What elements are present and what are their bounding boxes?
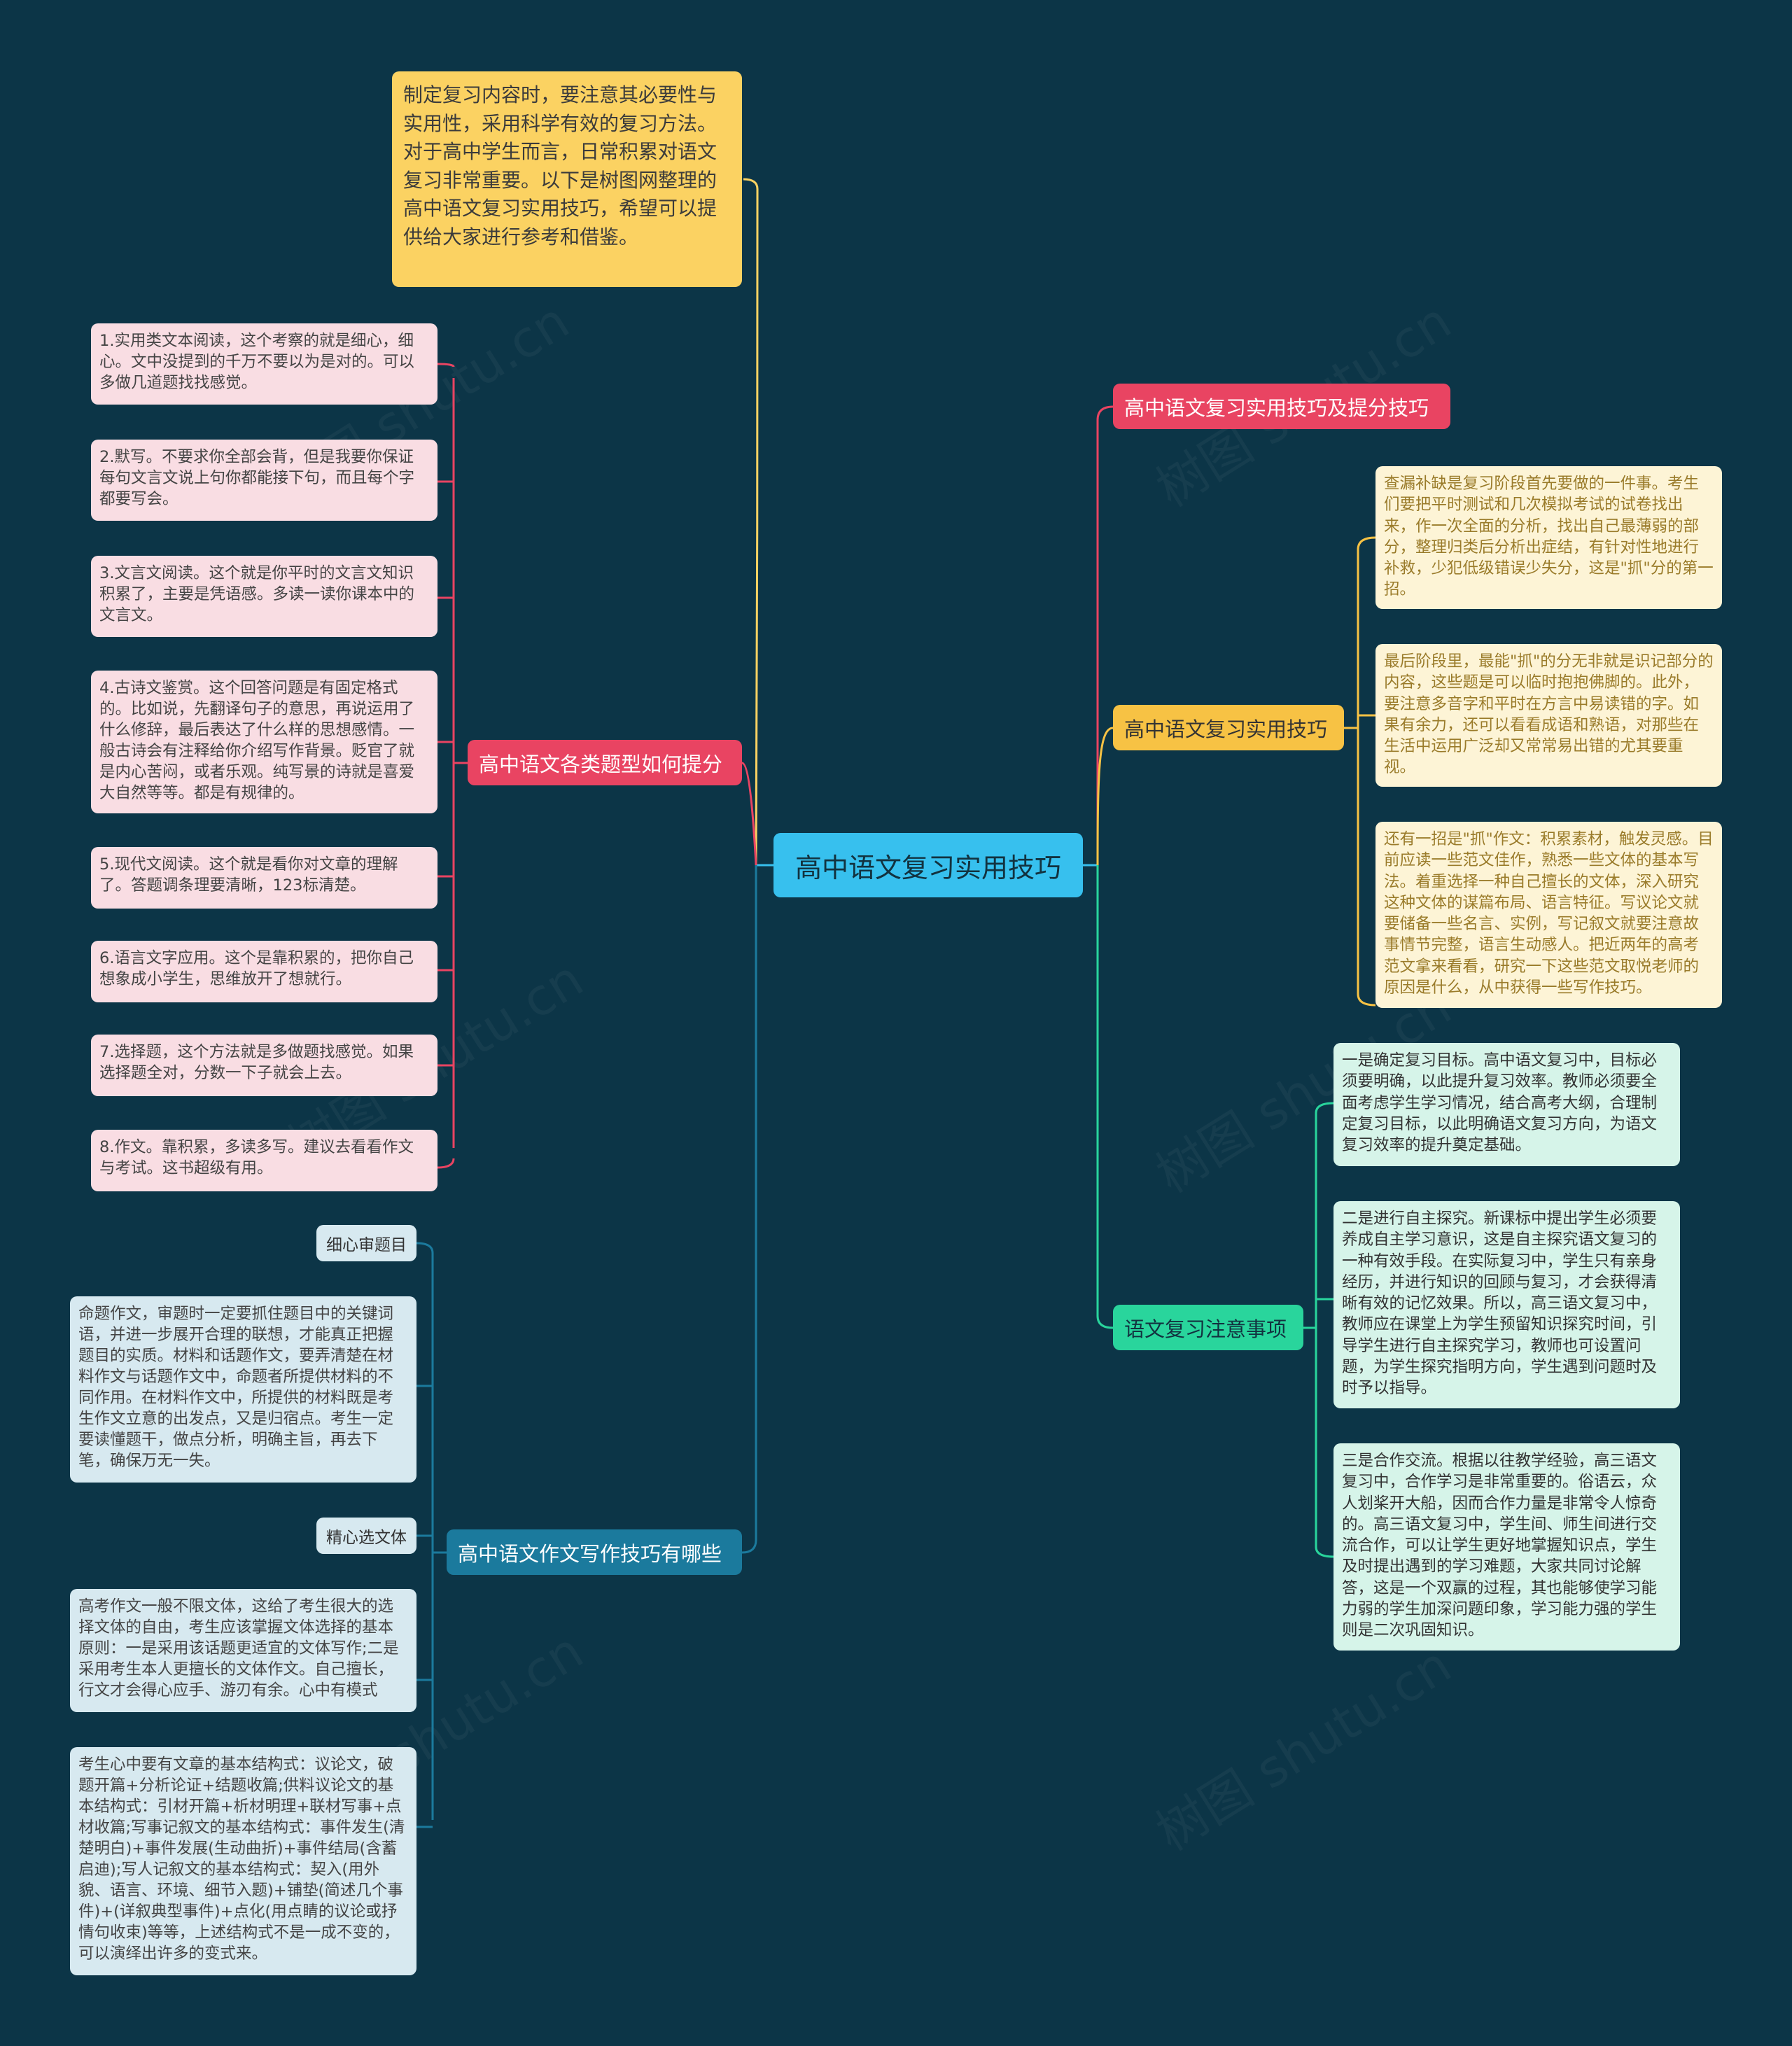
leaf-shiyong-1[interactable]: 查漏补缺是复习阶段首先要做的一件事。考生们要把平时测试和几次模拟考试的试卷找出来…: [1376, 466, 1722, 609]
leaf-tiqu-6[interactable]: 6.语言文字应用。这个是靠积累的，把你自己想象成小学生，思维放开了想就行。: [91, 941, 438, 1002]
branch-tiqu[interactable]: 高中语文各类题型如何提分: [468, 740, 742, 785]
leaf-tiqu-8[interactable]: 8.作文。靠积累，多读多写。建议去看看作文与考试。这书超级有用。: [91, 1130, 438, 1191]
leaf-zuowen-moshi[interactable]: 考生心中要有文章的基本结构式：议论文，破题开篇+分析论证+结题收篇;供料议论文的…: [70, 1747, 416, 1975]
leaf-tiqu-2[interactable]: 2.默写。不要求你全部会背，但是我要你保证每句文言文说上句你都能接下句，而且每个…: [91, 440, 438, 521]
central-topic[interactable]: 高中语文复习实用技巧: [774, 833, 1083, 897]
branch-zuowen-label: 高中语文作文写作技巧有哪些: [458, 1541, 722, 1566]
leaf-zuowen-wenti[interactable]: 高考作文一般不限文体，这给了考生很大的选择文体的自由，考生应该掌握文体选择的基本…: [70, 1589, 416, 1712]
branch-tifen[interactable]: 高中语文复习实用技巧及提分技巧: [1113, 384, 1450, 429]
intro-text: 制定复习内容时，要注意其必要性与实用性，采用科学有效的复习方法。对于高中学生而言…: [403, 83, 718, 248]
branch-shiyong[interactable]: 高中语文复习实用技巧: [1113, 705, 1344, 750]
branch-tiqu-label: 高中语文各类题型如何提分: [479, 752, 723, 776]
branch-zuowen[interactable]: 高中语文作文写作技巧有哪些: [447, 1529, 742, 1575]
leaf-zuowen-shenti[interactable]: 命题作文，审题时一定要抓住题目中的关键词语，并进一步展开合理的联想，才能真正把握…: [70, 1296, 416, 1483]
branch-zhuyi-label: 语文复习注意事项: [1124, 1317, 1287, 1341]
leaf-tiqu-4[interactable]: 4.古诗文鉴赏。这个回答问题是有固定格式的。比如说，先翻译句子的意思，再说运用了…: [91, 671, 438, 813]
zuowen-sub-wenti[interactable]: 精心选文体: [316, 1518, 416, 1554]
branch-tifen-label: 高中语文复习实用技巧及提分技巧: [1124, 395, 1429, 420]
branch-shiyong-label: 高中语文复习实用技巧: [1124, 717, 1328, 741]
leaf-zhuyi-3[interactable]: 三是合作交流。根据以往教学经验，高三语文复习中，合作学习是非常重要的。俗语云，众…: [1334, 1443, 1680, 1651]
branch-zhuyi[interactable]: 语文复习注意事项: [1113, 1305, 1303, 1350]
intro-note[interactable]: 制定复习内容时，要注意其必要性与实用性，采用科学有效的复习方法。对于高中学生而言…: [392, 71, 742, 287]
leaf-shiyong-2[interactable]: 最后阶段里，最能"抓"的分无非就是识记部分的内容，这些题是可以临时抱抱佛脚的。此…: [1376, 644, 1722, 787]
leaf-tiqu-3[interactable]: 3.文言文阅读。这个就是你平时的文言文知识积累了，主要是凭语感。多读一读你课本中…: [91, 556, 438, 637]
leaf-tiqu-5[interactable]: 5.现代文阅读。这个就是看你对文章的理解了。答题调条理要清晰，123标清楚。: [91, 847, 438, 909]
leaf-tiqu-1[interactable]: 1.实用类文本阅读，这个考察的就是细心，细心。文中没提到的千万不要以为是对的。可…: [91, 323, 438, 405]
leaf-zhuyi-1[interactable]: 一是确定复习目标。高中语文复习中，目标必须要明确，以此提升复习效率。教师必须要全…: [1334, 1043, 1680, 1166]
zuowen-sub-shenti[interactable]: 细心审题目: [316, 1225, 416, 1261]
leaf-shiyong-3[interactable]: 还有一招是"抓"作文：积累素材，触发灵感。目前应读一些范文佳作，熟悉一些文体的基…: [1376, 822, 1722, 1008]
central-topic-label: 高中语文复习实用技巧: [794, 852, 1061, 883]
leaf-zhuyi-2[interactable]: 二是进行自主探究。新课标中提出学生必须要养成自主学习意识，这是自主探究语文复习的…: [1334, 1201, 1680, 1408]
leaf-tiqu-7[interactable]: 7.选择题，这个方法就是多做题找感觉。如果选择题全对，分数一下子就会上去。: [91, 1035, 438, 1096]
